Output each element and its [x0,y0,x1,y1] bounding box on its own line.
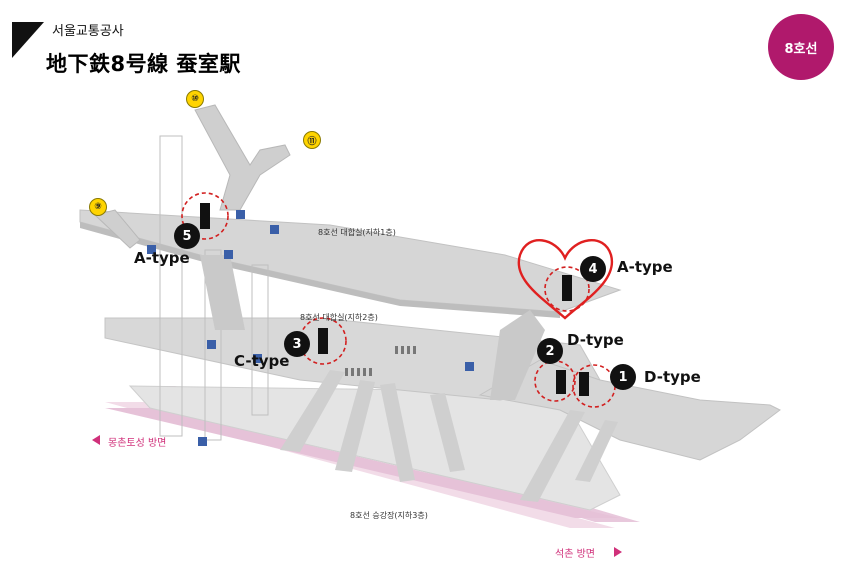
locker-number-1: 1 [610,364,636,390]
line-badge: 8호선 [768,14,834,80]
pictogram-8 [465,362,474,371]
level-b3-label: 8호선 승강장(지하3층) [350,511,428,520]
locker-number-4: 4 [580,256,606,282]
pictogram-7 [198,437,207,446]
connector-1-2-left [200,255,245,330]
company-name: 서울교통공사 [52,24,124,39]
elevator-shaft-left [159,135,183,437]
exit-9-marker: ⑨ [89,198,107,216]
level-b1-label: 8호선 대합실(지하1층) [318,228,396,237]
locker-1 [579,372,589,396]
exit-10-marker: ⑩ [186,90,204,108]
stair-leg-2 [335,380,375,472]
stair-leg-1 [280,370,345,452]
direction-right: 석촌 방면 [555,549,595,560]
pictogram-1 [147,245,156,254]
locker-5 [200,203,210,229]
pictogram-5 [207,340,216,349]
exit-11-marker: ⑪ [303,131,321,149]
header-corner-mark [12,22,44,58]
heart-highlight [517,239,614,320]
connector-1-2-right [490,310,545,400]
track-lower [105,408,620,518]
highlight-circle-5 [181,192,229,240]
exit-9-stair [93,209,141,249]
highlight-circle-4 [544,266,590,312]
stair-leg-5 [520,410,585,502]
locker-number-3: 3 [284,331,310,357]
pictogram-6 [253,354,262,363]
pictogram-2 [224,250,233,259]
type-label-3: C-type [234,352,290,370]
pictogram-4 [270,225,279,234]
stair-leg-6 [575,420,618,482]
elevator-shaft-right [251,264,269,416]
type-label-1: D-type [644,368,701,386]
locker-number-5: 5 [174,223,200,249]
direction-left: 몽촌토성 방면 [108,438,167,449]
locker-2 [556,370,566,394]
locker-3 [318,328,328,354]
type-label-2: D-type [567,331,624,349]
stair-leg-3 [380,383,415,482]
arrow-right [614,547,622,557]
ticket-gates-lower [345,368,372,376]
page-title: 地下鉄8号線 蚕室駅 [46,52,241,76]
pictogram-3 [236,210,245,219]
type-label-4: A-type [617,258,673,276]
locker-number-2: 2 [537,338,563,364]
arrow-left [92,435,100,445]
elevator-shaft-mid [204,249,222,441]
exit-10-11-stair [194,104,291,211]
stair-leg-4 [430,393,465,472]
locker-4 [562,275,572,301]
level-b2-label: 8호선 대합실(지하2층) [300,313,378,322]
type-label-5: A-type [134,249,190,267]
ticket-gates-upper [395,346,416,354]
